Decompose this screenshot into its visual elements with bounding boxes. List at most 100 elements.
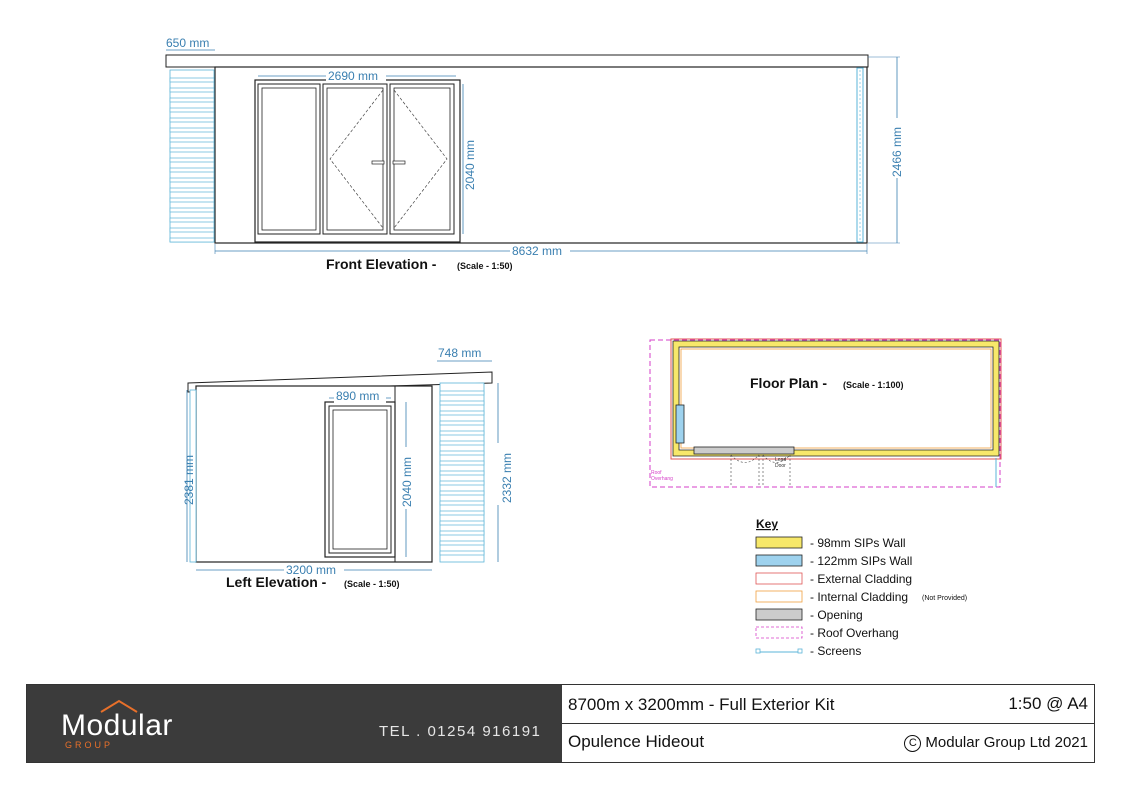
legend-note: (Not Provided) [922,595,967,602]
screen-slat [169,117,215,123]
legend-item: - Internal Cladding (Not Provided) [755,590,967,604]
front-elevation-scale: (Scale - 1:50) [457,261,513,271]
screen-slat [169,147,215,153]
floor-opening [693,446,795,455]
dim-left-width: 3200 mm [286,563,336,577]
dim-left-wall-height: 2381 mm [182,455,196,505]
legend-heading: Key [756,517,778,531]
left-elevation-scale: (Scale - 1:50) [344,579,400,589]
roof-overhang-note: Roof [651,470,662,476]
swatch-roof-overhang [755,626,803,639]
dim-front-length: 8632 mm [512,244,562,258]
front-french-door-left [322,83,388,235]
legend-label: - Opening [810,608,863,622]
screen-slat [169,227,215,233]
screen-slat [439,450,485,456]
screen-slat [169,97,215,103]
swatch-122mm-sips [755,554,803,567]
screen-slat [439,530,485,536]
internal-cladding-outline [680,348,992,449]
swatch-98mm-sips [755,536,803,549]
screen-slat [169,187,215,193]
front-elevation: 650 mm 2690 mm 2040 mm 2466 mm 8632 mm F… [165,36,904,272]
left-wall [195,385,433,563]
legend-item: - External Cladding [755,572,912,586]
legend-label: - 98mm SIPs Wall [810,536,906,550]
screen-slat [169,127,215,133]
front-elevation-title: Front Elevation - [326,256,437,272]
screen-slat [439,510,485,516]
screen-slat [169,197,215,203]
screen-frame [169,69,215,243]
screen-slat [439,520,485,526]
screen-slat [439,470,485,476]
dim-front-height: 2466 mm [890,127,904,177]
lead-door-note: Lead [775,457,786,463]
legend-item: - 98mm SIPs Wall [755,536,906,550]
dim-front-overhang: 650 mm [166,36,209,50]
door-handle-icon [392,160,406,165]
logo-subtext: GROUP [65,740,114,750]
title-block-brand-panel: Modular GROUP TEL . 01254 916191 [27,685,562,762]
screen-slat [439,430,485,436]
screen-slat [169,107,215,113]
technical-drawing: 650 mm 2690 mm 2040 mm 2466 mm 8632 mm F… [165,36,1002,658]
screen-slat [439,460,485,466]
dim-left-door-height: 2040 mm [400,457,414,507]
legend-label: - Roof Overhang [810,626,899,640]
front-roof [165,54,869,68]
left-elevation: 748 mm 890 mm 2040 mm 2332 mm 2381 mm 32… [182,346,514,590]
swatch-opening [755,608,803,621]
front-french-door-right [389,83,455,235]
screen-slat [439,440,485,446]
legend-item: - 122mm SIPs Wall [755,554,912,568]
screen-slat [439,390,485,396]
floor-plan-scale: (Scale - 1:100) [843,380,904,390]
scale-paper: 1:50 @ A4 [1008,694,1088,713]
screen-slat [169,177,215,183]
house-roof-icon [100,699,138,713]
title-block-info: 8700m x 3200mm - Full Exterior Kit 1:50 … [562,685,1094,762]
logo-wordmark: Modular [61,709,173,742]
external-cladding-outline [670,338,1002,460]
title-block: Modular GROUP TEL . 01254 916191 8700m x… [26,684,1095,763]
front-wall [214,66,868,244]
project-size: 8700m x 3200mm - Full Exterior Kit [568,695,835,714]
legend: Key - 98mm SIPs Wall - 122mm SIPs Wall -… [755,517,967,658]
row-divider [562,723,1094,724]
front-side-panel [257,83,321,235]
dim-left-overhang: 748 mm [438,346,481,360]
project-name: Opulence Hideout [568,732,705,751]
left-screen-slats [439,382,485,563]
copyright-text: Modular Group Ltd 2021 [925,734,1088,751]
dim-left-door-width: 890 mm [336,389,379,403]
screen-slat [169,167,215,173]
screen-slat [439,410,485,416]
screen-slat [169,137,215,143]
left-elevation-title: Left Elevation - [226,574,327,590]
swatch-internal-cladding [755,590,803,603]
floor-plan: Roof Overhang Lead Door Floor Plan - (Sc… [649,338,1002,488]
lead-door-note-2: Door [775,463,786,469]
roof-overhang-note-2: Overhang [651,476,673,482]
legend-item: - Roof Overhang [755,626,899,640]
sips-122-wall [675,404,685,444]
swatch-external-cladding [755,572,803,585]
legend-label: - 122mm SIPs Wall [810,554,912,568]
screen-slat [169,237,215,243]
roof-overhang-outline [649,339,1001,488]
legend-item: - Opening [755,608,863,622]
legend-label: - Screens [810,644,861,658]
screen-slat [169,87,215,93]
copyright-icon: C [904,734,922,752]
dim-left-screen-height: 2332 mm [500,453,514,503]
screen-slat [169,207,215,213]
swatch-screens [755,648,803,654]
screen-slat [439,500,485,506]
screen-slat [439,490,485,496]
screen-slat [439,420,485,426]
legend-item: - Screens [755,644,861,658]
legend-label: - Internal Cladding [810,590,908,604]
screen-slat [169,157,215,163]
